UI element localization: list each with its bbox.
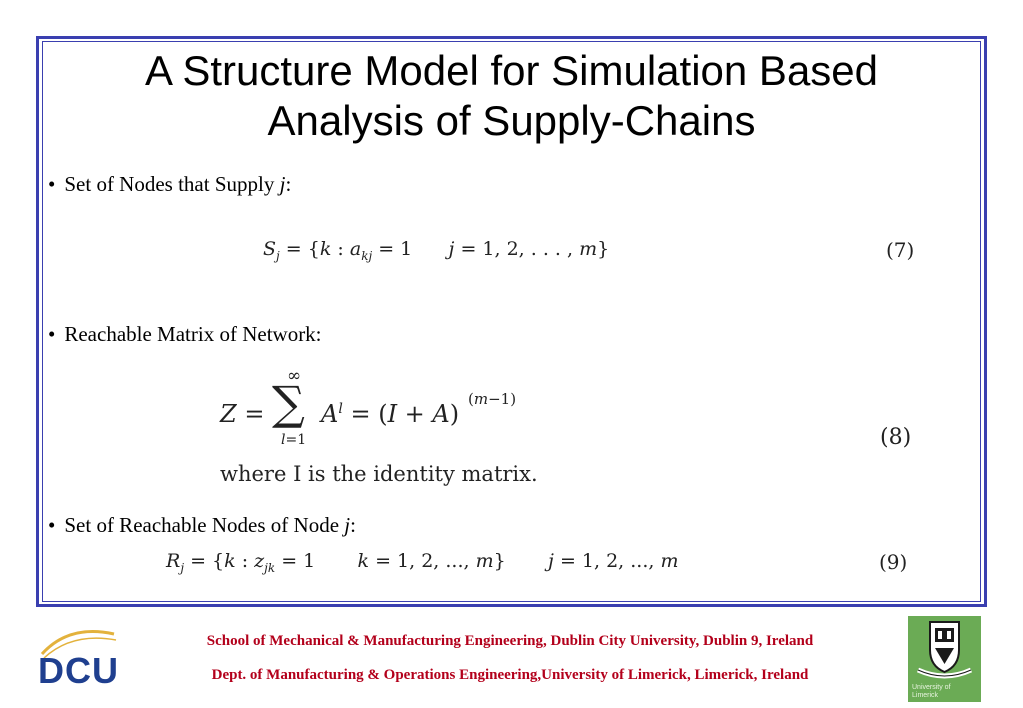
bullet-var: j [279,172,286,196]
equation-8-number: (8) [880,425,912,450]
equation-7: Sj = {k : akj = 1 j = 1, 2, . . . , m} [263,238,610,263]
bullet-dot: • [48,322,56,346]
dcu-logo-arc-icon [40,630,117,659]
bullet-reachable-matrix: • Reachable Matrix of Network: [48,322,322,347]
footer-line-2: Dept. of Manufacturing & Operations Engi… [211,667,809,683]
ul-crest-icon [916,621,973,679]
title-line-1: A Structure Model for Simulation Based [144,47,879,94]
equation-9-number: (9) [879,550,908,574]
bullet-text: Set of Nodes that Supply [64,172,280,196]
slide-frame-outer [36,36,987,607]
ul-logo-text: University of Limerick [912,684,951,699]
bullet-var: j [344,513,351,537]
bullet-dot: • [48,172,56,196]
bullet-reachable-nodes: • Set of Reachable Nodes of Node j: [48,513,356,538]
footer-line-1: School of Mechanical & Manufacturing Eng… [206,633,814,649]
equation-7-number: (7) [886,238,915,262]
bullet-supply-nodes: • Set of Nodes that Supply j: [48,172,291,197]
bullet-text: Reachable Matrix of Network: [64,322,322,346]
equation-9: Rj = {k : zjk = 1 k = 1, 2, ..., m} j = … [166,550,679,575]
slide-title: A Structure Model for Simulation Based A… [44,46,979,146]
dcu-logo: DCU [34,622,124,692]
slide-frame-inner [42,41,981,602]
bullet-suffix: : [285,172,292,196]
dcu-logo-text: DCU [38,650,119,691]
ul-logo: University of Limerick [908,616,981,702]
title-line-2: Analysis of Supply-Chains [267,97,756,144]
bullet-dot: • [48,513,56,537]
bullet-text: Set of Reachable Nodes of Node [64,513,345,537]
equation-8-note: where I is the identity matrix. [220,462,538,486]
bullet-suffix: : [350,513,356,537]
